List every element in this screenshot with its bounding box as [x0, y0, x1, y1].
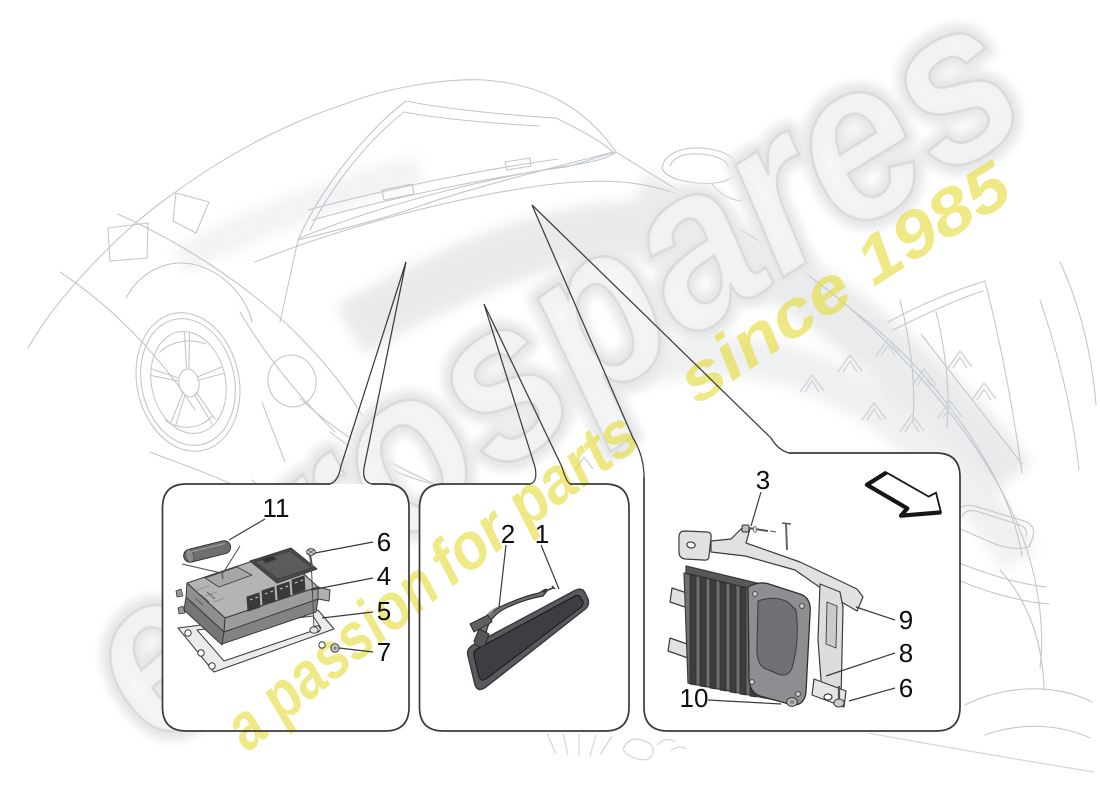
svg-text:6: 6	[377, 527, 391, 557]
svg-text:9: 9	[899, 605, 913, 635]
svg-text:10: 10	[680, 683, 709, 713]
svg-text:4: 4	[377, 561, 391, 591]
svg-text:8: 8	[899, 638, 913, 668]
svg-text:1: 1	[535, 519, 549, 549]
svg-text:6: 6	[899, 673, 913, 703]
svg-text:5: 5	[377, 596, 391, 626]
svg-text:11: 11	[263, 493, 290, 523]
svg-text:2: 2	[501, 519, 515, 549]
svg-text:3: 3	[756, 465, 770, 495]
svg-text:7: 7	[377, 637, 391, 667]
